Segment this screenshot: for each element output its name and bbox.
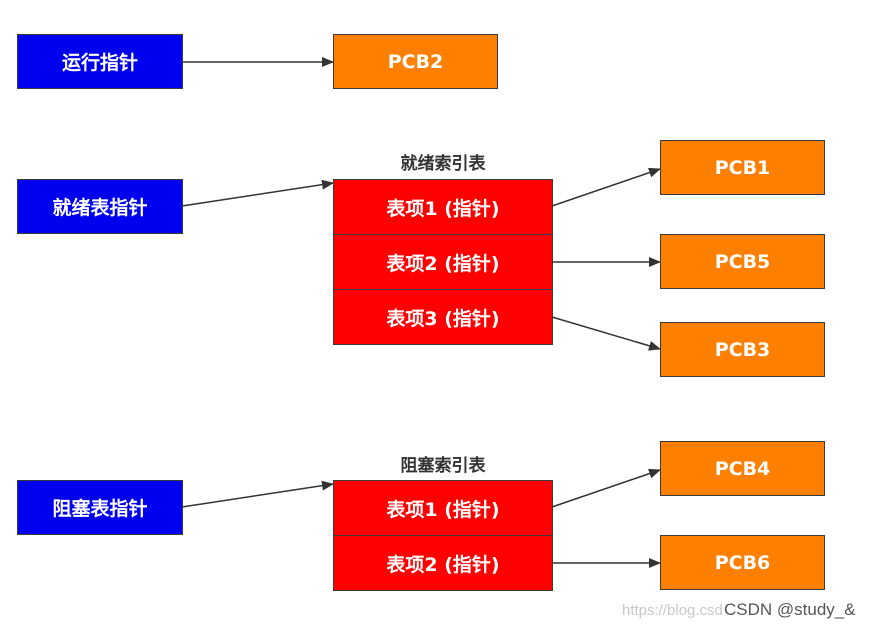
blocked-table-title: 阻塞索引表: [400, 456, 486, 476]
arrow-ready-pointer-to-table: [181, 179, 334, 207]
watermark-label: CSDN @study_&: [722, 600, 856, 620]
arrow-blocked-pointer-to-table: [181, 480, 334, 508]
arrow-ready-entry1-to-pcb1: [551, 167, 661, 207]
ready-table-title: 就绪索引表: [400, 154, 486, 174]
blocked-entry-2: 表项2 (指针): [333, 535, 553, 591]
arrow-ready-entry3-to-pcb3: [551, 316, 661, 351]
pcb2-box: PCB2: [333, 34, 498, 89]
pcb3-box: PCB3: [660, 322, 825, 377]
blocked-entry-1: 表项1 (指针): [333, 480, 553, 536]
ready-pointer-box: 就绪表指针: [17, 179, 183, 234]
blocked-pointer-box: 阻塞表指针: [17, 480, 183, 535]
pcb1-box: PCB1: [660, 140, 825, 195]
pcb6-box: PCB6: [660, 535, 825, 590]
ready-entry-3: 表项3 (指针): [333, 289, 553, 345]
ready-entry-1: 表项1 (指针): [333, 179, 553, 235]
arrow-blocked-entry1-to-pcb4: [551, 468, 661, 508]
pcb4-box: PCB4: [660, 441, 825, 496]
ready-entry-2: 表项2 (指针): [333, 234, 553, 290]
pcb5-box: PCB5: [660, 234, 825, 289]
running-pointer-box: 运行指针: [17, 34, 183, 89]
